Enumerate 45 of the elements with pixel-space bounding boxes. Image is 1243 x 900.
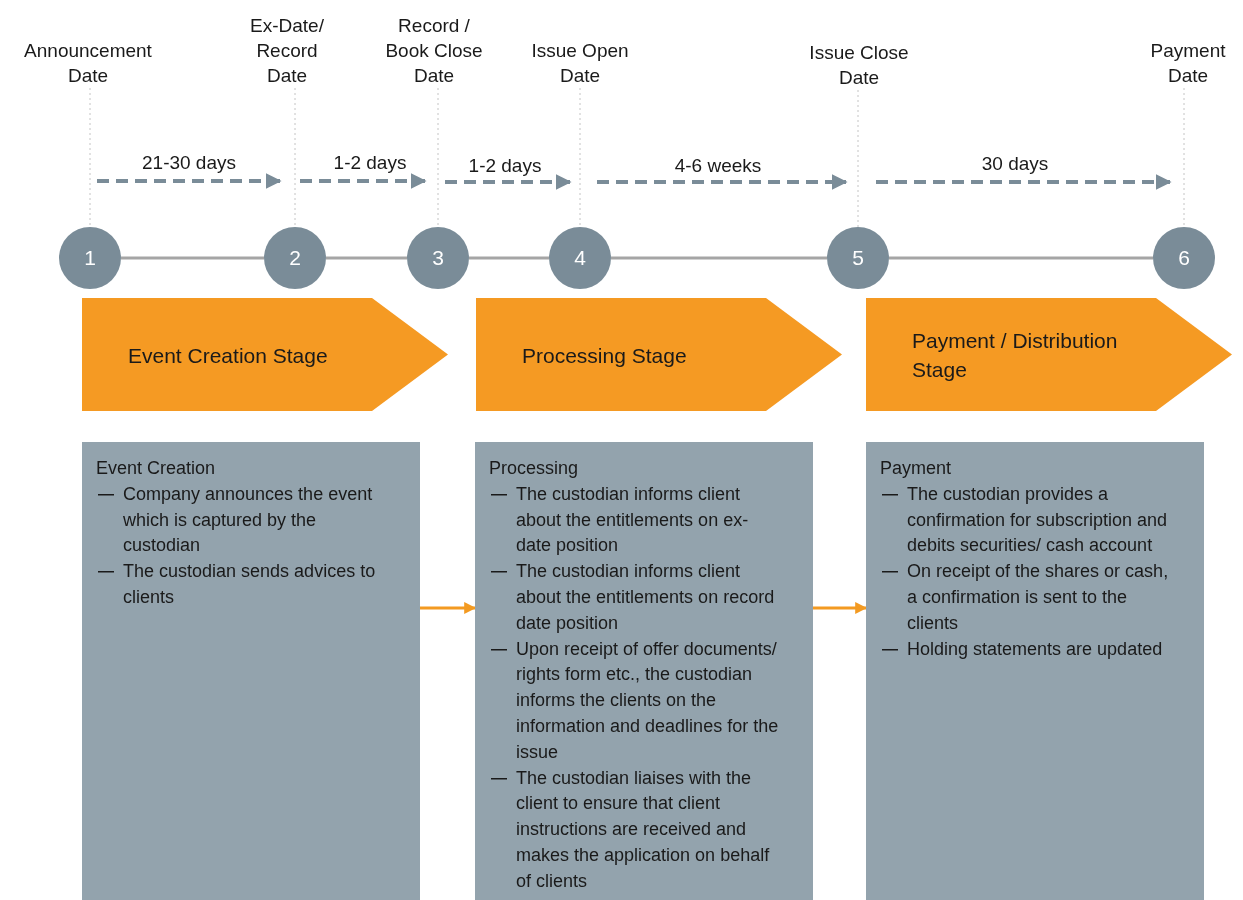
bullet-text: The custodian provides a confirmation for subscription and debits securities/ cash account xyxy=(907,483,1168,556)
date-label: Record / Book Close Date xyxy=(379,11,489,88)
arrow xyxy=(813,602,868,614)
duration-label: 4-6 weeks xyxy=(674,155,762,177)
stage-chevron xyxy=(82,298,448,411)
stage-chevron xyxy=(476,298,842,411)
timeline-line xyxy=(121,256,264,260)
stage-chevron xyxy=(866,298,1232,411)
date-label: Ex-Date/ Record Date xyxy=(237,11,337,88)
step-circle: 3 xyxy=(407,227,469,289)
date-label: Payment Date xyxy=(1133,36,1243,88)
bullet-text: The custodian liaises with the client to ensure that client instructions are received and makes the application on behalf of clients xyxy=(516,767,770,891)
bullet-text: Holding statements are updated xyxy=(907,638,1163,659)
bullet-text: On receipt of the shares or cash, a confirmation is sent to the clients xyxy=(907,561,1169,633)
duration-label: 1-2 days xyxy=(468,155,542,177)
text-panel xyxy=(866,442,1204,900)
duration-label: 21-30 days xyxy=(142,152,236,174)
stage-title: Event Creation Stage xyxy=(128,342,329,369)
panel-heading: Processing xyxy=(489,457,580,480)
bullet-text: The custodian informs client about the entitlements on ex-date position xyxy=(516,483,749,556)
bullet-text: Company announces the event which is captured by the custodian xyxy=(123,483,373,556)
timeline-line xyxy=(469,256,549,260)
step-circle: 1 xyxy=(59,227,121,289)
stage-title: Payment / Distribution Stage xyxy=(912,327,1119,383)
arrow xyxy=(420,602,477,614)
text-panel xyxy=(475,442,813,900)
bullet-text: The custodian informs client about the entitlements on record date position xyxy=(516,561,775,633)
bullet-text: The custodian sends advices to clients xyxy=(123,561,376,607)
date-label: Issue Close Date xyxy=(794,38,924,90)
step-circle: 2 xyxy=(264,227,326,289)
timeline-line xyxy=(611,256,827,260)
date-label: Announcement Date xyxy=(8,36,168,88)
panel-heading: Payment xyxy=(880,457,953,480)
duration-label: 30 days xyxy=(981,153,1049,175)
date-label: Issue Open Date xyxy=(515,36,645,88)
step-circle: 6 xyxy=(1153,227,1215,289)
timeline-line xyxy=(326,256,407,260)
timeline-line xyxy=(889,256,1153,260)
step-circle: 4 xyxy=(549,227,611,289)
duration-label: 1-2 days xyxy=(333,152,407,174)
step-circle: 5 xyxy=(827,227,889,289)
bullet-text: Upon receipt of offer documents/ rights form etc., the custodian informs the clients on the information and deadlines for the issue xyxy=(516,638,779,762)
text-panel xyxy=(82,442,420,900)
stage-title: Processing Stage xyxy=(522,342,688,369)
panel-heading: Event Creation xyxy=(96,457,217,480)
